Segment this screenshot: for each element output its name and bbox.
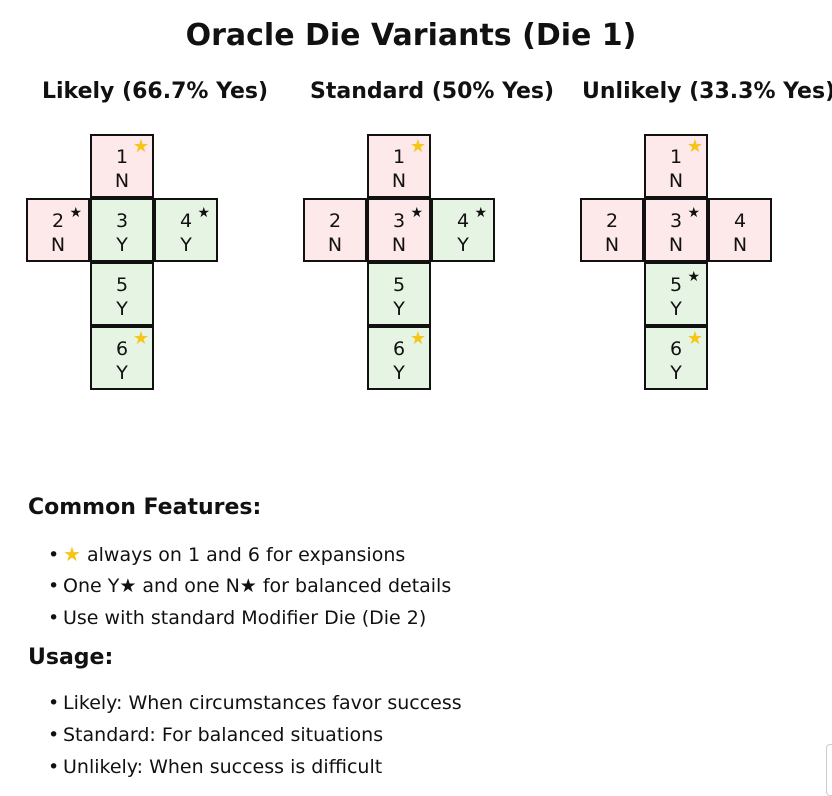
star-icon: ★ [409,328,426,349]
face-number: 2 [328,210,342,232]
star-icon: ★ [686,136,703,157]
face-number: 2 [605,210,619,232]
face-answer: N [668,170,684,192]
face-answer: N [50,234,66,256]
face-number: 1 [669,146,683,168]
black-star-icon: ★ [410,205,423,221]
common-features-heading: Common Features: [28,495,262,520]
face-answer: Y [393,298,405,320]
black-star-icon: ★ [687,205,700,221]
face-answer: Y [393,362,405,384]
black-star-icon: ★ [474,205,487,221]
face-answer: N [327,234,343,256]
face-answer: Y [457,234,469,256]
face-answer: N [114,170,130,192]
face-answer: Y [116,234,128,256]
variant-title: Likely (66.7% Yes) [42,79,269,104]
list-item: •One Y★ and one N★ for balanced details [48,575,452,597]
face-number: 3 [392,210,406,232]
scrollbar-handle[interactable] [826,744,832,796]
variant-title: Unlikely (33.3% Yes) [582,79,832,104]
face-number: 6 [392,338,406,360]
black-star-icon: ★ [69,205,82,221]
list-item: •★ always on 1 and 6 for expansions [48,542,406,566]
star-icon: ★ [409,136,426,157]
variant-title: Standard (50% Yes) [310,79,555,104]
black-star-icon: ★ [197,205,210,221]
list-item-text: Likely: When circumstances favor success [63,692,462,714]
face-answer: Y [116,298,128,320]
face-answer: N [732,234,748,256]
face-answer: N [604,234,620,256]
face-number: 4 [179,210,193,232]
list-item: •Likely: When circumstances favor succes… [48,692,462,714]
list-item: •Unlikely: When success is difficult [48,756,383,778]
face-number: 4 [733,210,747,232]
face-answer: Y [116,362,128,384]
star-icon: ★ [132,136,149,157]
face-number: 3 [115,210,129,232]
face-answer: N [391,170,407,192]
face-answer: N [668,234,684,256]
face-answer: Y [670,362,682,384]
face-answer: N [391,234,407,256]
face-number: 4 [456,210,470,232]
black-star-icon: ★ [687,269,700,285]
face-number: 3 [669,210,683,232]
face-number: 5 [669,274,683,296]
list-item-text: Unlikely: When success is difficult [63,756,383,778]
face-number: 6 [669,338,683,360]
face-number: 5 [115,274,129,296]
face-number: 6 [115,338,129,360]
face-answer: Y [180,234,192,256]
star-icon: ★ [686,328,703,349]
usage-list: •Likely: When circumstances favor succes… [48,687,462,783]
list-item: •Standard: For balanced situations [48,724,384,746]
usage-heading: Usage: [28,645,114,670]
list-item-text: One Y★ and one N★ for balanced details [63,575,452,597]
face-number: 1 [392,146,406,168]
list-item-text: Standard: For balanced situations [63,724,384,746]
page-title: Oracle Die Variants (Die 1) [185,18,637,53]
face-number: 5 [392,274,406,296]
list-item-text: always on 1 and 6 for expansions [80,544,406,566]
face-answer: Y [670,298,682,320]
face-number: 1 [115,146,129,168]
star-icon: ★ [132,328,149,349]
face-number: 2 [51,210,65,232]
common-features-list: •★ always on 1 and 6 for expansions •One … [48,538,451,634]
list-item-text: Use with standard Modifier Die (Die 2) [63,607,427,629]
list-item: •Use with standard Modifier Die (Die 2) [48,607,427,629]
star-icon: ★ [63,542,81,566]
